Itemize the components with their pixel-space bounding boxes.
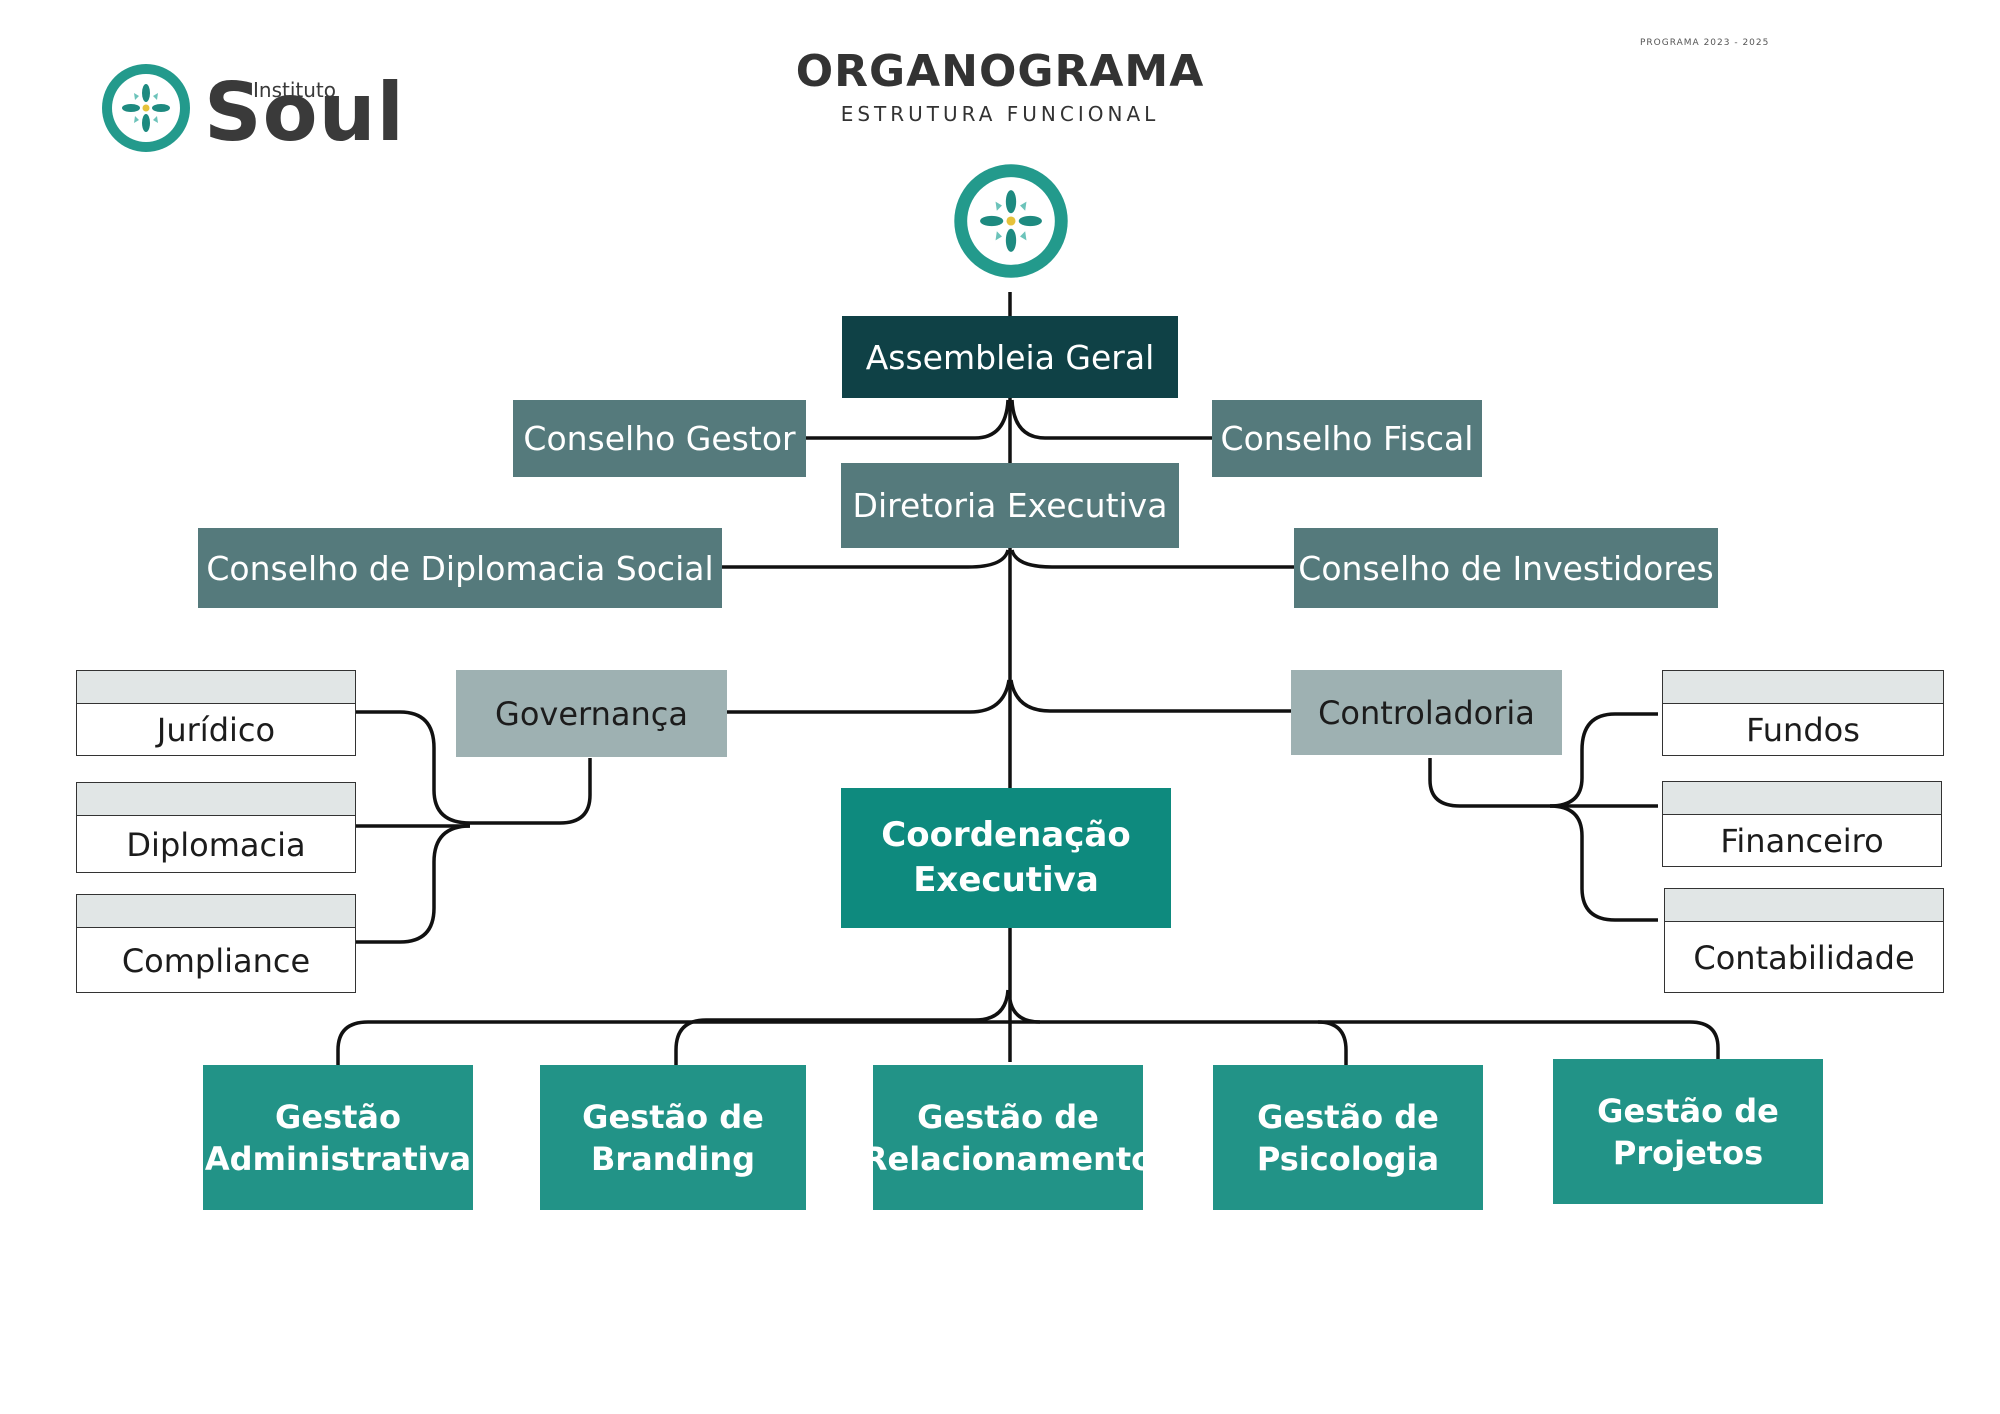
dept-gestao-relacionamento: Gestão de Relacionamento	[863, 1065, 1153, 1210]
brand-name: Soul	[204, 66, 405, 159]
unit-diplomacia: Diplomacia	[76, 782, 356, 873]
node-conselho-fiscal: Conselho Fiscal	[1212, 400, 1482, 477]
unit-label: Fundos	[1746, 711, 1860, 749]
central-logo	[953, 163, 1069, 279]
flower-logo-icon	[102, 64, 190, 152]
page-subtitle: ESTRUTURA FUNCIONAL	[840, 102, 1160, 126]
brand-name-small: Instituto	[253, 78, 336, 102]
node-controladoria: Controladoria	[1291, 670, 1562, 755]
dept-label-line1: Gestão	[275, 1097, 401, 1136]
unit-tab	[1663, 671, 1943, 704]
unit-tab	[77, 671, 355, 704]
dept-gestao-branding: Gestão de Branding	[540, 1065, 806, 1210]
unit-fundos: Fundos	[1662, 670, 1944, 756]
unit-juridico: Jurídico	[76, 670, 356, 756]
dept-label-line1: Gestão de	[582, 1097, 764, 1136]
node-conselho-gestor: Conselho Gestor	[513, 400, 806, 477]
program-period: PROGRAMA 2023 - 2025	[1640, 38, 1770, 48]
unit-label: Compliance	[121, 941, 311, 980]
node-conselho-diplomacia-social: Conselho de Diplomacia Social	[198, 528, 722, 608]
brand-logo	[101, 63, 191, 153]
unit-compliance: Compliance	[76, 894, 356, 993]
node-assembleia-geral: Assembleia Geral	[842, 316, 1178, 398]
dept-label-line2: Branding	[590, 1139, 756, 1178]
node-governanca: Governança	[456, 670, 727, 757]
unit-tab	[1663, 782, 1941, 815]
dept-gestao-projetos: Gestão de Projetos	[1553, 1059, 1823, 1204]
unit-label: Financeiro	[1720, 822, 1884, 860]
page-title: ORGANOGRAMA	[795, 46, 1205, 97]
unit-contabilidade: Contabilidade	[1664, 888, 1944, 993]
node-diretoria-executiva: Diretoria Executiva	[841, 463, 1179, 548]
unit-tab	[77, 895, 355, 928]
node-conselho-investidores: Conselho de Investidores	[1294, 528, 1718, 608]
unit-tab	[77, 783, 355, 816]
dept-gestao-psicologia: Gestão de Psicologia	[1213, 1065, 1483, 1210]
flower-logo-icon	[954, 164, 1068, 278]
dept-label-line1: Gestão de	[917, 1097, 1099, 1136]
dept-label-line2: Projetos	[1612, 1133, 1764, 1172]
unit-label: Diplomacia	[126, 825, 306, 864]
unit-label: Contabilidade	[1693, 938, 1915, 977]
dept-label-line1: Gestão de	[1257, 1097, 1439, 1136]
dept-label-line2: Administrativa	[204, 1139, 472, 1178]
node-coordenacao-executiva: Coordenação Executiva	[841, 788, 1171, 928]
unit-label: Jurídico	[156, 711, 276, 749]
node-label-line1: Coordenação	[881, 815, 1131, 855]
node-label-line2: Executiva	[913, 860, 1099, 900]
dept-label-line2: Psicologia	[1256, 1139, 1440, 1178]
dept-label-line2: Relacionamento	[862, 1139, 1154, 1178]
dept-gestao-administrativa: Gestão Administrativa	[203, 1065, 473, 1210]
unit-financeiro: Financeiro	[1662, 781, 1942, 867]
dept-label-line1: Gestão de	[1597, 1091, 1779, 1130]
unit-tab	[1665, 889, 1943, 922]
